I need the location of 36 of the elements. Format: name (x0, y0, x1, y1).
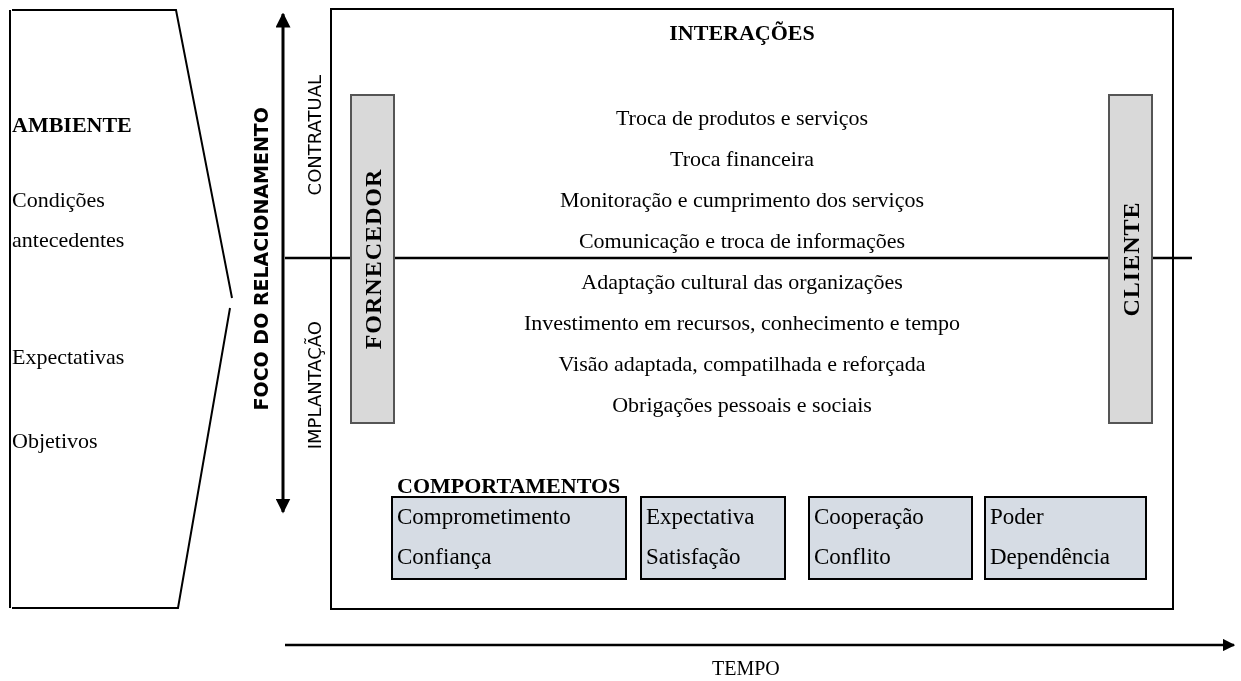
interaction-text: Monitoração e cumprimento dos serviços (559, 187, 925, 213)
factor-text: Objetivos (12, 428, 98, 454)
interaction-text: Comunicação e troca de informações (578, 228, 906, 254)
factor-text: Expectativas (12, 344, 125, 370)
interaction-text: Investimento em recursos, conhecimento e tempo (523, 310, 961, 336)
behavior-text: Satisfação (646, 544, 741, 570)
role-label: FORNECEDOR (359, 168, 386, 350)
behavior-box (640, 496, 786, 580)
axis-label: CONTRATUAL (304, 75, 325, 196)
behavior-text: Dependência (990, 544, 1111, 570)
role-bar (1108, 94, 1153, 424)
behavior-text: Cooperação (814, 504, 924, 530)
interaction-text: Adaptação cultural das organizações (581, 269, 903, 295)
behavior-box (808, 496, 973, 580)
section-heading: COMPORTAMENTOS (397, 473, 621, 499)
behavior-text: Comprometimento (397, 504, 571, 530)
heading: AMBIENTE (12, 112, 132, 138)
role-bar (350, 94, 395, 424)
behavior-text: Conflito (814, 544, 891, 570)
behavior-box (391, 496, 627, 580)
chevron-panel (8, 8, 233, 611)
heading: INTERAÇÕES (669, 20, 815, 46)
behavior-box (984, 496, 1147, 580)
role-label: CLIENTE (1117, 201, 1144, 317)
behavior-text: Expectativa (646, 504, 755, 530)
interaction-panel (330, 8, 1174, 610)
factor-text: Condições antecedentes (12, 186, 126, 254)
axis-label: IMPLANTAÇÃO (304, 321, 325, 450)
interaction-text: Obrigações pessoais e sociais (612, 392, 872, 418)
behavior-text: Poder (990, 504, 1044, 530)
interaction-text: Troca financeira (670, 146, 814, 172)
axis-title: FOCO DO RELACIONAMENTO (250, 106, 272, 410)
interaction-text: Visão adaptada, compatilhada e reforçada (558, 351, 926, 377)
axis-label: TEMPO (712, 656, 780, 681)
behavior-text: Confiança (397, 544, 492, 570)
interaction-text: Troca de produtos e serviços (615, 105, 869, 131)
